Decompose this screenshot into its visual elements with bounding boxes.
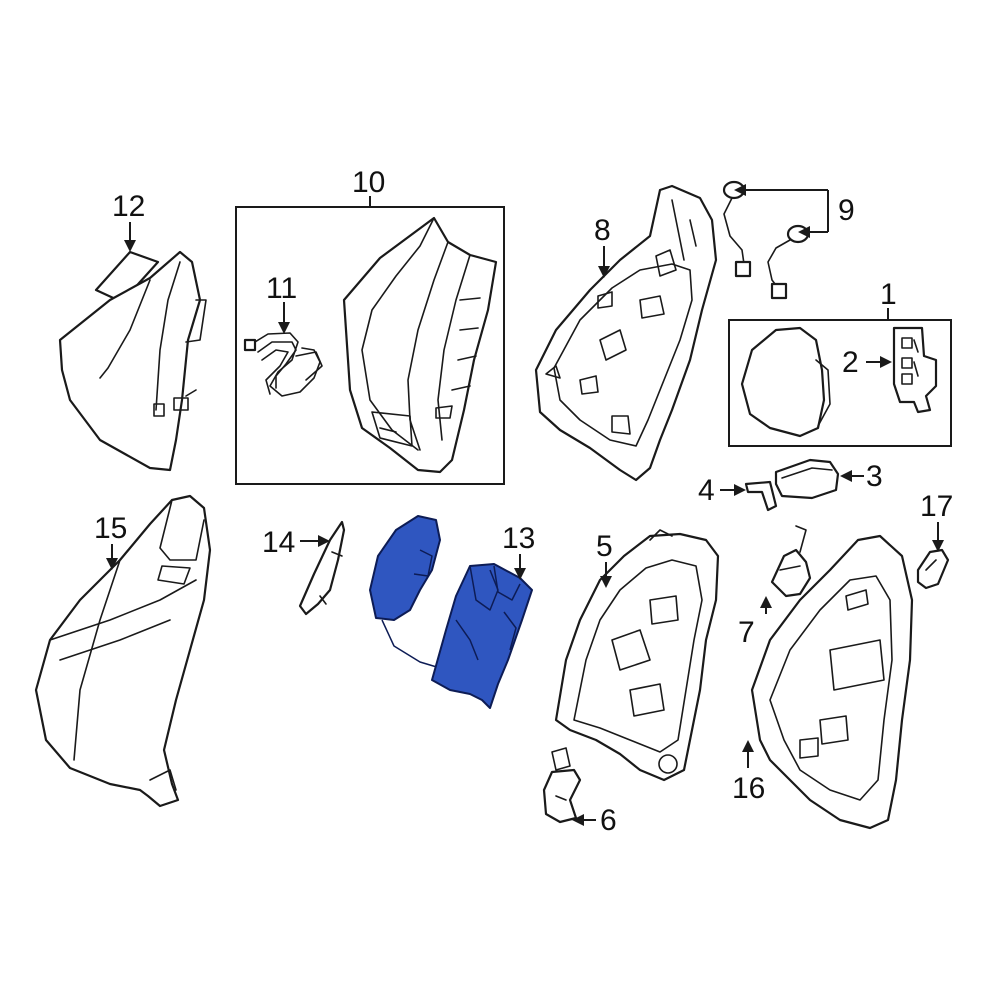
assembly-box-1 (728, 319, 952, 447)
part-8-seat-back-frame[interactable] (534, 184, 718, 482)
part-6-bracket[interactable] (542, 747, 582, 824)
callout-13: 13 (502, 522, 535, 555)
callout-1: 1 (880, 278, 897, 311)
part-7-switch[interactable] (770, 525, 812, 598)
part-17-clip[interactable] (916, 548, 950, 590)
callout-6: 6 (600, 804, 617, 837)
callout-12: 12 (112, 190, 145, 223)
part-13-lumbar-support-highlighted[interactable] (369, 515, 533, 709)
callout-4: 4 (698, 474, 715, 507)
callout-14: 14 (262, 526, 295, 559)
part-15-seat-back-cover[interactable] (34, 494, 212, 808)
callout-17: 17 (920, 490, 953, 523)
part-9-connector-harness[interactable] (722, 180, 810, 300)
part-4-clip[interactable] (744, 480, 778, 512)
callout-10: 10 (352, 166, 385, 199)
part-5-lower-frame[interactable] (554, 529, 720, 782)
part-1-headrest[interactable] (740, 326, 831, 438)
callout-15: 15 (94, 512, 127, 545)
part-11-wire-harness[interactable] (243, 332, 323, 397)
callout-9: 9 (838, 194, 855, 227)
part-12-side-trim[interactable] (58, 250, 207, 472)
callout-5: 5 (596, 530, 613, 563)
callout-11: 11 (266, 272, 297, 305)
part-14-trim-strip[interactable] (298, 520, 346, 616)
callout-16: 16 (732, 772, 765, 805)
callout-3: 3 (866, 460, 883, 493)
part-16-back-panel[interactable] (750, 534, 914, 830)
leader-lines (106, 184, 944, 826)
part-10-seat-back-cushion[interactable] (342, 216, 498, 474)
callout-8: 8 (594, 214, 611, 247)
part-2-headrest-guide[interactable] (892, 326, 938, 414)
part-3-trim-cover[interactable] (774, 458, 840, 500)
callout-numbers: 12 10 11 8 9 1 2 3 4 17 15 14 13 5 7 6 1… (94, 166, 953, 837)
callout-7: 7 (738, 616, 755, 649)
callout-2: 2 (842, 346, 859, 379)
